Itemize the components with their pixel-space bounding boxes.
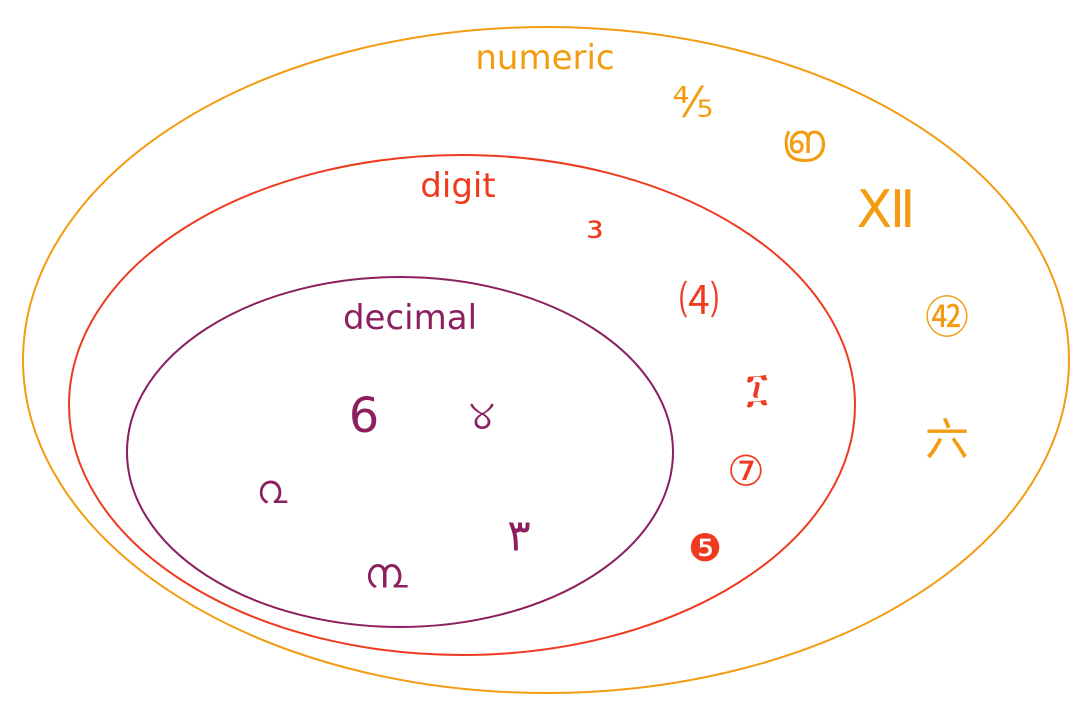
digit-member-circled-digit: ⑦ (727, 447, 765, 496)
digit-member-parenthesized: ⑷ (679, 278, 719, 324)
numeric-member-malayalam-fraction: ൏ (781, 117, 825, 163)
digit-member-dingbat-digit: ❺ (688, 526, 722, 570)
decimal-member-arabic-indic-digit: ٣ (507, 511, 531, 562)
decimal-member-malayalam-digit-two: ൨ (257, 467, 288, 513)
digit-member-superscript: ³ (586, 213, 604, 264)
numeric-set-ellipse (22, 26, 1070, 694)
numeric-member-roman-numeral: Ⅻ (857, 180, 916, 240)
decimal-member-ascii-digit: 6 (349, 388, 380, 444)
numeric-member-vulgar-fraction: ⅘ (673, 78, 714, 127)
decimal-member-malayalam-digit-three: ൩ (364, 549, 408, 598)
numeric-member-cjk-numeral: 六 (925, 415, 969, 466)
numeric-member-circled-number: ㊷ (925, 293, 969, 344)
digit-set-label: digit (420, 166, 495, 206)
decimal-member-oriya-digit: ୪ (469, 393, 495, 439)
numeric-set-label: numeric (475, 38, 614, 78)
decimal-set-label: decimal (343, 298, 477, 338)
digit-member-ethiopic: ፲ (746, 365, 767, 411)
decimal-set-ellipse (126, 276, 674, 628)
digit-set-ellipse (68, 154, 856, 656)
